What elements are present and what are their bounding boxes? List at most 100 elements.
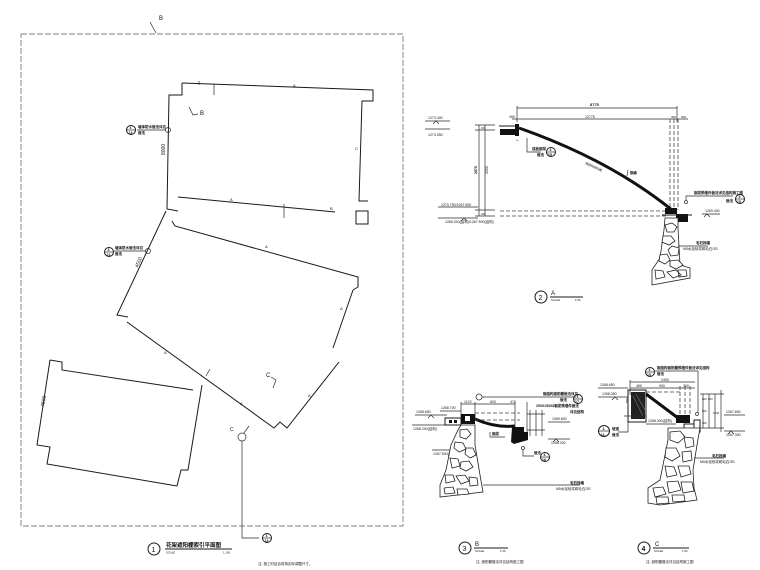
anchor-point [521, 446, 525, 450]
dim-b-d3: 470 [510, 400, 516, 404]
section-mark-c: C [266, 373, 271, 379]
shelter-1-left-wall [166, 83, 183, 212]
dim-c-v5: 300 [702, 421, 707, 425]
section-b-note: 注: 遮阳棚做法详见结构施工图 [476, 559, 524, 564]
rubble-stones [654, 222, 688, 280]
level-c-r1: 1267.650 [726, 410, 741, 414]
slope-label: 钢索 [630, 170, 638, 175]
section-b-scale-right: 1:50 [500, 549, 506, 553]
slab-step [444, 417, 462, 426]
shelter-1-bottom-wall [177, 196, 336, 213]
right-note: 钢梁预埋件做法详见结构施工图 [694, 190, 743, 195]
callout-2-sub: 做法 [114, 251, 122, 256]
right-callout-leader [685, 195, 733, 200]
level-symbol [552, 438, 560, 443]
footing-block [676, 214, 688, 222]
dim-vertical-mid-label: 2200 [485, 166, 489, 174]
section-a-scale-left: SCALE [551, 298, 560, 302]
callout-b2-top: 4 [544, 453, 546, 457]
section-c-wall-note: 毛石挡墙 [712, 453, 726, 458]
level-c-l1: 1268.650 [600, 383, 615, 387]
wall-note: 毛石挡墙 [696, 240, 710, 245]
shelter-1-corner-box [355, 210, 369, 225]
dim-v-top: 200 [481, 127, 486, 130]
callout-c1-top: 4 [649, 368, 651, 372]
dim-seg-c: C [355, 146, 358, 151]
level-c-l2: 1268.050 [602, 392, 617, 396]
dim-seg-top: A [293, 83, 296, 88]
section-c-note: 注: 遮阳棚做法详见结构施工图 [646, 559, 694, 564]
tick [205, 368, 211, 377]
section-c-title-circle [637, 541, 651, 555]
callout-a2-top: 4 [739, 195, 741, 199]
section-b-top-sub: 做法 [559, 397, 568, 402]
right-beam-block [676, 415, 690, 423]
level-ground: 1265.300(结构)/1267.500(结构) [445, 219, 494, 224]
callout-a2-bottom: 15 [737, 200, 741, 204]
section-b-title-letter: B [475, 542, 479, 548]
section-c-top-sub: 做法 [656, 371, 665, 376]
shelter-3-top-wall [49, 359, 194, 391]
level-b-r1: 1269.600 [552, 417, 567, 421]
right-sub: 做法 [725, 198, 734, 203]
left-column-outline [627, 389, 647, 423]
dim-left-wall-2: 4500 [134, 256, 144, 269]
callout-2-note: 墙体防水做法详见 [115, 245, 143, 250]
level-symbol [432, 120, 440, 125]
shelter-3-right-wall [176, 384, 203, 487]
section-b-wall-note: 毛石挡墙 [570, 480, 584, 485]
shelter-2-bottom-wall [126, 321, 340, 429]
shelter-1-top-right-wall [181, 82, 374, 202]
section-c-scale-left: SCALE [654, 549, 663, 553]
dim-v-bot: 200 [481, 213, 486, 216]
section-b-title-circle [458, 541, 472, 555]
beam-callout-leader [526, 138, 541, 153]
section-cut-b-top [149, 21, 157, 34]
hatch [632, 395, 644, 417]
dim-right2: 300 [681, 115, 686, 119]
dim-vertical-total: 2875 [474, 166, 478, 174]
section-c-top-note: 钢结构遮阳棚预埋件做法详见结构 [657, 365, 710, 370]
dim-c-overall: 2400 [661, 378, 669, 382]
shelter-2-top-wall [171, 220, 359, 291]
beam-note: 成品钢梁 [532, 146, 546, 151]
top-beam-post [515, 124, 519, 136]
level-b-r2: 1268.200 [551, 441, 566, 445]
section-a: 8775 450 12775 300 300 2875 2200 200 200… [425, 102, 745, 304]
level-c-r2: 1267.300 [726, 433, 741, 437]
level-symbol [703, 213, 711, 218]
beam-void [465, 416, 470, 421]
dim-c-v6: 500 [625, 398, 629, 403]
section-c-right-dims [700, 390, 724, 432]
sloped-canopy [645, 392, 679, 420]
dim-seg-a5: A [164, 350, 167, 355]
dim-b-d1: 1120 [464, 400, 472, 404]
level-c-mid: 1268.300(结构) [648, 418, 672, 423]
plan-view: B B 8000 A A B C 4 14 墙体防水做法详见 做法 4500 A… [20, 16, 404, 566]
section-c-leader [241, 441, 259, 539]
top-beam-label: ▪▪▪ [516, 139, 519, 142]
callout-c1-bottom: 15 [647, 373, 651, 377]
section-c: 钢结构遮阳棚预埋件做法详见结构 做法 4 15 2400 450 900 300… [598, 365, 745, 564]
callout-1-sub: 做法 [137, 130, 145, 135]
level-symbol [427, 414, 435, 419]
dim-small-rect-left: 4500 [40, 395, 48, 407]
site-boundary-dashed [20, 33, 404, 527]
top-beam-block [500, 129, 516, 135]
section-b-title-number: 3 [463, 546, 467, 553]
dim-c-v1: 200 [702, 397, 707, 401]
section-b-c-sub: 做法 [533, 450, 542, 455]
slope-leader [626, 169, 629, 177]
level-right: 1269.400 [705, 209, 720, 213]
plan-title-name: 花架遮阳棚索引平面图 [166, 541, 222, 549]
plan-title-scale-right: 1:100 [223, 551, 230, 555]
level-symbol [460, 217, 468, 222]
section-b-top-circle [475, 393, 483, 401]
dim-main: 12775 [585, 115, 595, 119]
dim-seg-a2: A [230, 197, 233, 202]
section-a-title-circle [534, 290, 548, 304]
beam-label: 钢梁 [492, 431, 500, 436]
callout-3-bottom: 14 [265, 539, 269, 543]
level-symbol [611, 396, 619, 401]
